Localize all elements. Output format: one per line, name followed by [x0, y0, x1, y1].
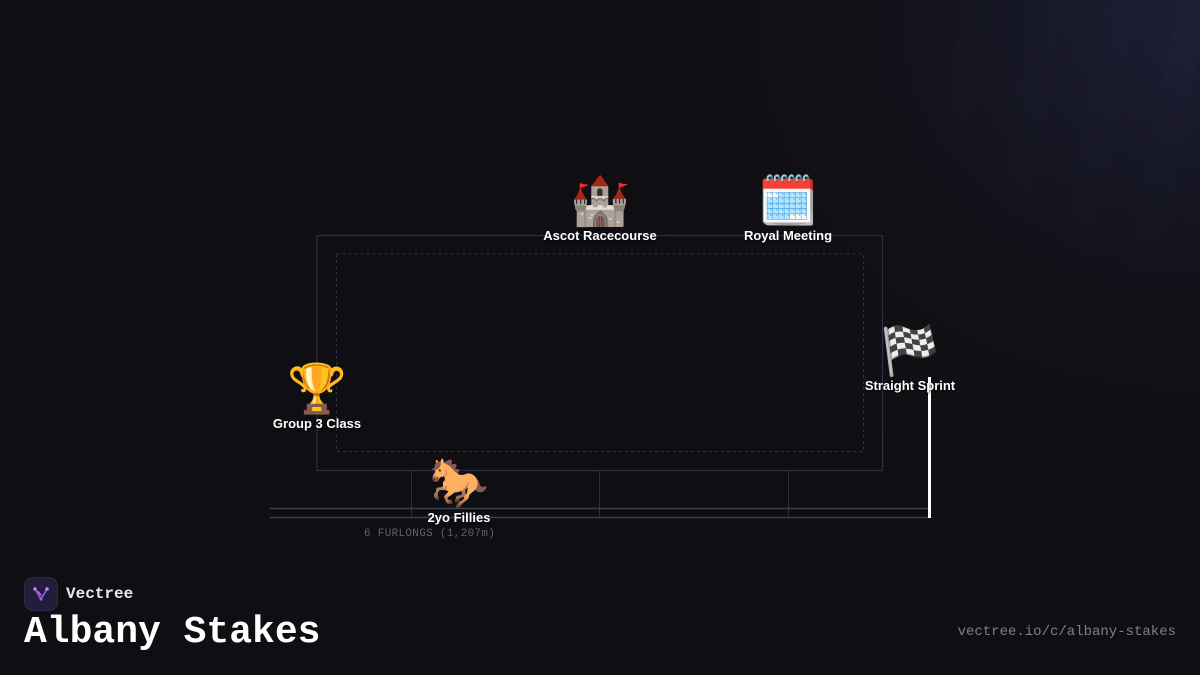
node-royal-meeting: 🗓️ Royal Meeting [744, 174, 832, 244]
node-label: 2yo Fillies [427, 510, 491, 525]
track-distance-label: 6 FURLONGS (1,207m) [364, 528, 496, 540]
node-2yo-fillies: 🐎 2yo Fillies [428, 456, 491, 526]
calendar-icon: 🗓️ [758, 173, 818, 229]
castle-icon: 🏰 [570, 173, 630, 229]
node-ascot-racecourse: 🏰 Ascot Racecourse [543, 174, 656, 244]
trophy-icon: 🏆 [287, 361, 347, 417]
brand[interactable]: Vectree [24, 577, 133, 611]
node-label: Group 3 Class [272, 416, 362, 431]
page-url[interactable]: vectree.io/c/albany-stakes [957, 624, 1176, 640]
node-label: Royal Meeting [743, 228, 833, 243]
outer-frame [316, 234, 884, 472]
checkered-flag-icon: 🏁 [880, 323, 940, 379]
node-straight-sprint: 🏁 Straight Sprint [865, 324, 955, 394]
horse-icon: 🐎 [429, 455, 489, 511]
node-label: Straight Sprint [864, 378, 956, 393]
node-group-3-class: 🏆 Group 3 Class [273, 362, 361, 432]
vectree-logo-icon [24, 577, 58, 611]
page-title: Albany Stakes [24, 611, 321, 654]
inner-frame [336, 253, 864, 452]
node-label: Ascot Racecourse [543, 228, 657, 243]
brand-name: Vectree [66, 585, 134, 603]
